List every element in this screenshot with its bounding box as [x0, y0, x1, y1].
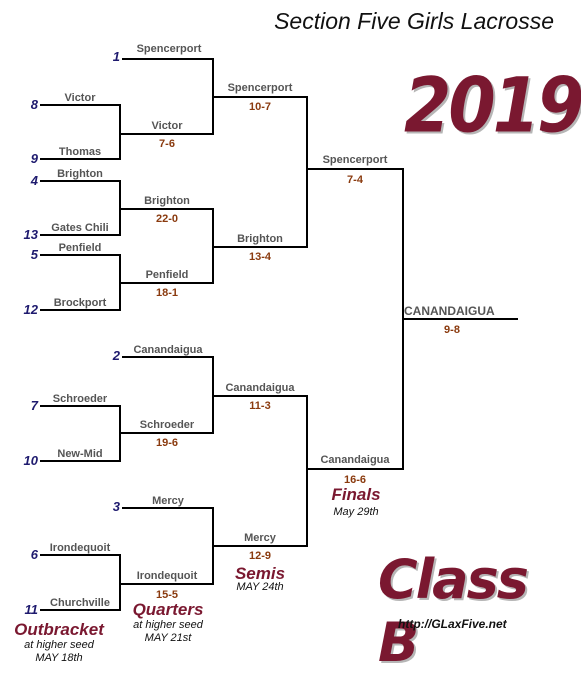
seed-4: 4 [30, 173, 38, 188]
final-winner-canandaigua: Canandaigua [320, 454, 390, 466]
line-seed-11 [40, 609, 120, 611]
semi-winner-canandaigua: Canandaigua [225, 382, 295, 394]
line-seed-4 [40, 180, 120, 182]
seed-11: 11 [24, 602, 39, 617]
line-semi-mercy [212, 545, 308, 547]
team-canandaigua: Canandaigua [133, 344, 203, 356]
vline-r1-a [119, 104, 121, 160]
team-spencerport: Spencerport [136, 43, 202, 55]
team-irondequoit: Irondequoit [49, 542, 111, 554]
class-logo: Class B [378, 548, 529, 674]
team-gates-chili: Gates Chili [51, 222, 109, 234]
team-brighton: Brighton [57, 168, 103, 180]
round-finals-label: Finals [331, 485, 381, 504]
line-quarter-penfield [119, 282, 214, 284]
seed-13: 13 [23, 227, 38, 242]
final-winner-spencerport: Spencerport [322, 154, 388, 166]
semi-winner-mercy: Mercy [244, 532, 276, 544]
line-seed-8 [40, 104, 120, 106]
quarter-score-victor: 7-6 [159, 138, 175, 150]
vline-s-b [306, 395, 308, 547]
team-mercy: Mercy [152, 495, 184, 507]
semi-score-brighton: 13-4 [248, 251, 272, 263]
team-churchville: Churchville [50, 597, 110, 609]
round-quarters-date: MAY 21st [144, 632, 192, 644]
seed-6: 6 [30, 547, 38, 562]
line-seed-1 [122, 58, 214, 60]
vline-s-a [306, 96, 308, 248]
vline-r1-e [119, 554, 121, 611]
seed-12: 12 [23, 302, 38, 317]
line-seed-10 [40, 460, 120, 462]
semi-score-canandaigua: 11-3 [249, 400, 271, 412]
seed-3: 3 [112, 499, 120, 514]
line-seed-13 [40, 234, 120, 236]
page-title: Section Five Girls Lacrosse [274, 8, 554, 34]
line-semi-brighton [212, 246, 308, 248]
line-final-canandaigua [306, 468, 404, 470]
seed-2: 2 [112, 348, 120, 363]
round-finals-date: May 29th [333, 506, 379, 518]
seed-7: 7 [30, 398, 38, 413]
round-quarters-note: at higher seed [133, 619, 203, 631]
seed-9: 9 [30, 151, 38, 166]
champion-team: CANANDAIGUA [404, 304, 495, 318]
semi-score-spencerport: 10-7 [248, 101, 272, 113]
quarter-score-irondequoit: 15-5 [155, 589, 179, 601]
final-score-canandaigua: 16-6 [343, 474, 367, 486]
quarter-score-penfield: 18-1 [155, 287, 179, 299]
quarter-winner-irondequoit: Irondequoit [136, 570, 198, 582]
seed-10: 10 [23, 453, 38, 468]
line-semi-spencerport [212, 96, 308, 98]
line-quarter-brighton [119, 208, 214, 210]
line-final-spencerport [306, 168, 404, 170]
line-seed-3 [122, 507, 214, 509]
line-champion [402, 318, 518, 320]
round-outbracket-label: Outbracket [14, 620, 104, 639]
quarter-winner-penfield: Penfield [145, 269, 189, 281]
year-logo: 2019 [404, 62, 581, 151]
seed-5: 5 [30, 247, 38, 262]
line-seed-5 [40, 254, 120, 256]
round-quarters-label: Quarters [132, 600, 204, 619]
line-semi-canandaigua [212, 395, 308, 397]
team-brockport: Brockport [53, 297, 107, 309]
seed-8: 8 [30, 97, 38, 112]
quarter-score-brighton: 22-0 [155, 213, 179, 225]
semi-winner-spencerport: Spencerport [227, 82, 293, 94]
round-outbracket-date: MAY 18th [35, 652, 83, 664]
line-seed-6 [40, 554, 120, 556]
semi-score-mercy: 12-9 [248, 550, 272, 562]
team-schroeder: Schroeder [52, 393, 108, 405]
line-quarter-irondequoit [119, 583, 214, 585]
quarter-winner-schroeder: Schroeder [139, 419, 195, 431]
quarter-score-schroeder: 19-6 [155, 437, 179, 449]
seed-1: 1 [112, 49, 120, 64]
line-seed-2 [122, 356, 214, 358]
quarter-winner-victor: Victor [151, 120, 183, 132]
round-outbracket-note: at higher seed [24, 639, 94, 651]
team-thomas: Thomas [58, 146, 102, 158]
quarter-winner-brighton: Brighton [144, 195, 190, 207]
final-score-spencerport: 7-4 [347, 174, 363, 186]
line-quarter-victor [119, 133, 214, 135]
line-seed-12 [40, 309, 120, 311]
line-quarter-schroeder [119, 432, 214, 434]
round-semis-label: Semis [234, 564, 286, 583]
team-penfield: Penfield [58, 242, 102, 254]
site-url[interactable]: http://GLaxFive.net [398, 617, 507, 631]
semi-winner-brighton: Brighton [237, 233, 283, 245]
team-new-mid: New-Mid [57, 448, 103, 460]
champion-score: 9-8 [444, 324, 460, 336]
line-seed-7 [40, 405, 120, 407]
team-victor: Victor [64, 92, 96, 104]
round-semis-date: MAY 24th [236, 581, 284, 593]
line-seed-9 [40, 158, 120, 160]
